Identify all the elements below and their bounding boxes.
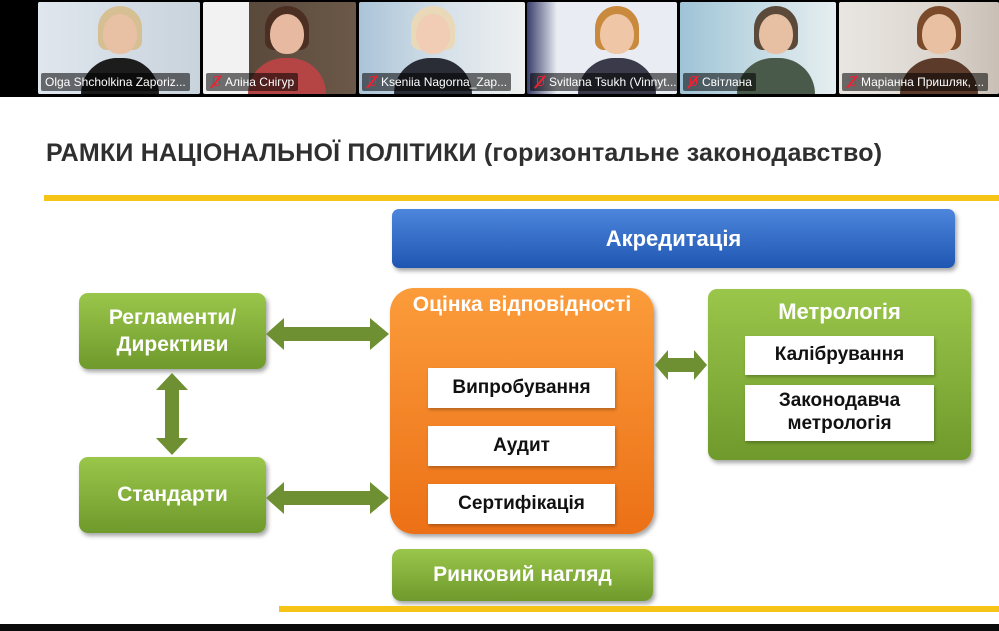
accreditation-box: Акредитація [392,209,955,268]
bottom-divider [279,606,999,612]
audit-box: Аудит [428,426,615,466]
top-divider [44,195,999,201]
participant-tile[interactable]: Світлана [680,2,836,94]
participant-face [416,14,450,54]
participant-name-label: Маріанна Пришляк, ... [842,73,989,91]
regulations-box: Регламенти/ Директиви [79,293,266,369]
participant-tile[interactable]: Маріанна Пришляк, ... [839,2,999,94]
standards-box: Стандарти [79,457,266,533]
vertical-double-arrow-icon [156,373,188,455]
market-surveillance-box: Ринковий нагляд [392,549,653,601]
participant-tile[interactable]: Kseniia Nagorna_Zap... [359,2,525,94]
mic-muted-icon [846,75,858,89]
participant-name-label: Аліна Снігур [206,73,299,91]
participant-face [759,14,793,54]
mic-muted-icon [687,75,699,89]
shared-slide: РАМКИ НАЦІОНАЛЬНОЇ ПОЛІТИКИ (горизонталь… [0,97,999,624]
mic-muted-icon [534,75,546,89]
metrology-title: Метрологія [778,299,901,324]
participant-strip: Olga Shcholkina Zaporiz... Аліна Снігур … [0,0,999,97]
testing-box: Випробування [428,368,615,408]
double-arrow-icon [655,350,707,380]
participant-face [600,14,634,54]
conformity-title: Оцінка відповідності [412,293,632,316]
participant-face [270,14,304,54]
mic-muted-icon [210,75,222,89]
double-arrow-icon [266,482,389,514]
mic-muted-icon [366,75,378,89]
double-arrow-icon [266,318,389,350]
calibration-box: Калібрування [745,336,934,375]
participant-face [103,14,137,54]
participant-name-label: Svitlana Tsukh (Vinnyt... [530,73,677,91]
participant-face [922,14,956,54]
participant-name-label: Olga Shcholkina Zaporiz... [41,73,190,91]
participant-tile[interactable]: Аліна Снігур [203,2,356,94]
certification-box: Сертифікація [428,484,615,524]
participant-name-label: Світлана [683,73,756,91]
participant-tile[interactable]: Olga Shcholkina Zaporiz... [38,2,200,94]
slide-title: РАМКИ НАЦІОНАЛЬНОЇ ПОЛІТИКИ (горизонталь… [46,139,883,167]
participant-tile[interactable]: Svitlana Tsukh (Vinnyt... [527,2,677,94]
legal-metrology-box: Законодавча метрологія [745,385,934,441]
participant-name-label: Kseniia Nagorna_Zap... [362,73,512,91]
meeting-bottom-bar [0,624,999,631]
